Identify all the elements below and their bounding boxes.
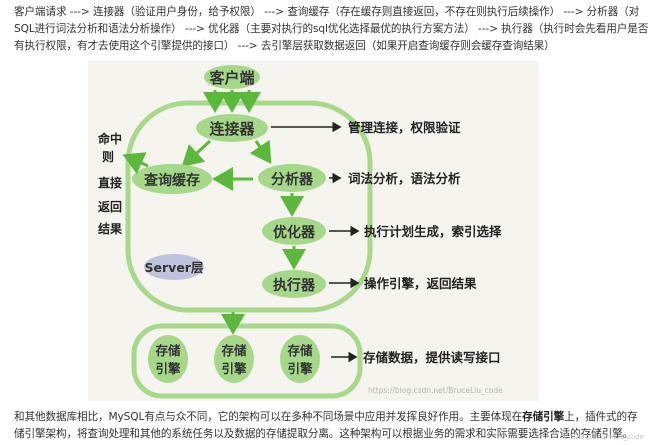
connector-node — [196, 114, 268, 142]
cache-hit-note-3: 直接 — [98, 175, 122, 190]
executor-label: 执行器 — [273, 277, 316, 294]
intro-paragraph: 客户端请求 ---> 连接器（验证用户身份，给予权限） ---> 查询缓存（存在… — [14, 4, 649, 55]
storage-engine-1-line1: 存储 — [154, 343, 181, 358]
architecture-diagram: 客户端 连接器 管理连接，权限验证 查询缓存 命中 则 直接 返回 结果 分析器… — [97, 65, 502, 399]
analyzer-annotation: 词法分析，语法分析 — [348, 171, 461, 186]
storage-annotation: 存储数据，提供读写接口 — [362, 350, 501, 365]
storage-engine-2-line1: 存储 — [220, 343, 247, 358]
executor-node — [262, 270, 326, 298]
cache-hit-note-2: 则 — [102, 150, 114, 164]
intro-line-3: 有执行权限，有才去使用这个引擎提供的接口） ---> 去引擎层获取数据返回（如果… — [14, 40, 555, 52]
intro-line-1: 客户端请求 ---> 连接器（验证用户身份，给予权限） ---> 查询缓存（存在… — [14, 6, 640, 18]
connector-label: 连接器 — [209, 120, 255, 138]
outro-line-1-pre: 和其他数据库相比，MySQL有点与众不同，它的架构可以在多种不同场景中应用并发挥… — [14, 411, 523, 423]
outro-line-2: 储引擎架构，将查询处理和其他的系统任务以及数据的存储提取分离。这种架构可以根据业… — [14, 428, 634, 440]
optimizer-node — [262, 217, 326, 245]
client-node — [204, 65, 260, 89]
connector-annotation: 管理连接，权限验证 — [348, 120, 461, 135]
outro-line-1: 和其他数据库相比，MySQL有点与众不同，它的架构可以在多种不同场景中应用并发挥… — [14, 409, 640, 426]
cache-hit-note-1: 命中 — [97, 131, 122, 146]
query-cache-label: 查询缓存 — [144, 172, 200, 189]
executor-annotation: 操作引擎，返回结果 — [364, 276, 477, 291]
storage-engine-3 — [280, 335, 320, 383]
storage-engine-2-line2: 引擎 — [221, 361, 247, 376]
cache-hit-note-4: 返回 — [98, 199, 122, 214]
server-layer-badge — [144, 254, 204, 280]
cache-hit-note-5: 结果 — [98, 221, 122, 236]
analyzer-label: 分析器 — [271, 171, 314, 188]
corner-watermark: CSDN @BruceLiu_code — [563, 433, 644, 441]
analyzer-node — [258, 164, 326, 192]
optimizer-label: 优化器 — [273, 224, 316, 241]
storage-layer-border — [131, 323, 363, 399]
mysql-architecture-figure: 客户端 连接器 管理连接，权限验证 查询缓存 命中 则 直接 返回 结果 分析器… — [88, 61, 539, 401]
storage-engine-1 — [148, 335, 188, 383]
storage-engine-2 — [214, 335, 254, 383]
server-layer-label: Server层 — [145, 260, 204, 275]
optimizer-annotation: 执行计划生成，索引选择 — [364, 224, 502, 239]
storage-engine-1-line2: 引擎 — [155, 361, 181, 376]
outro-paragraph: 和其他数据库相比，MySQL有点与众不同，它的架构可以在多种不同场景中应用并发挥… — [14, 409, 640, 443]
outro-line-1-bold: 存储引擎 — [522, 411, 565, 423]
query-cache-node — [132, 164, 212, 194]
intro-line-2: SQL进行词法分析和语法分析操作） ---> 优化器（主要对执行的sql优化选择… — [14, 23, 649, 35]
client-label: 客户端 — [208, 69, 254, 87]
outro-line-1-post: 上，插件式的存 — [564, 411, 638, 423]
storage-engine-3-line1: 存储 — [286, 343, 313, 358]
figure-watermark: https://blog.csdn.net/BruceLiu_code — [368, 386, 503, 395]
storage-engine-3-line2: 引擎 — [287, 361, 313, 376]
